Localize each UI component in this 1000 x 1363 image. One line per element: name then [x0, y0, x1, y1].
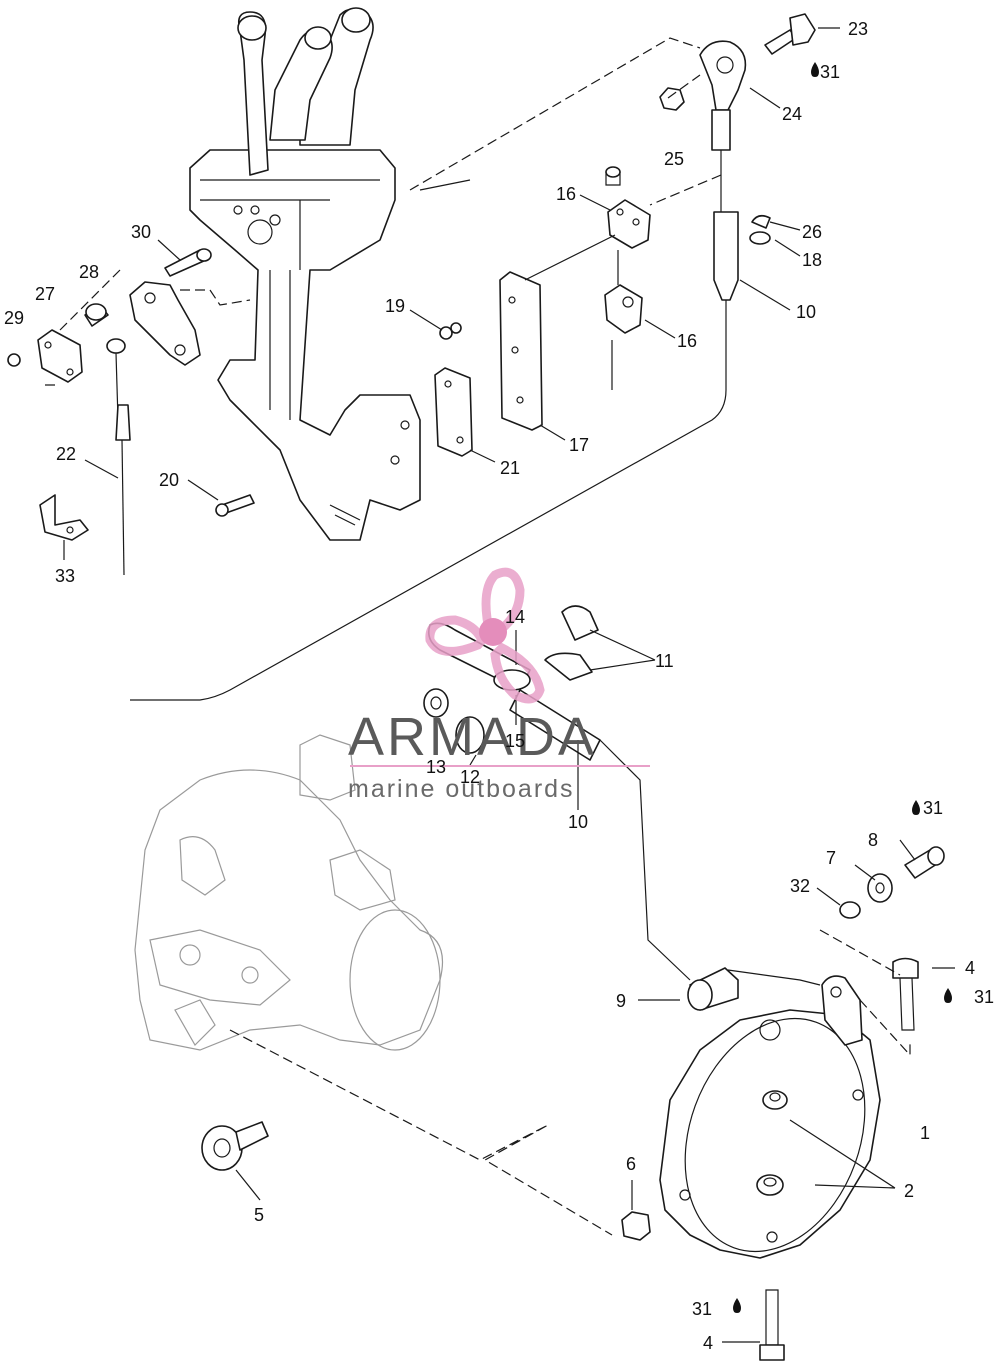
callout-7: 7: [826, 848, 836, 868]
clip-26: [751, 214, 771, 229]
cable-end-24: [699, 40, 747, 111]
plate-21: [434, 367, 473, 457]
callout-15: 15: [505, 731, 525, 751]
washer-18: [749, 231, 771, 245]
oil-drop-icon: [811, 62, 819, 77]
watermark-tagline: marine outboards: [348, 775, 575, 803]
callout-10: 10: [796, 302, 816, 322]
throttle-cable-22: [115, 404, 131, 576]
oil-drop-icon: [912, 800, 920, 815]
callout-31: 31: [692, 1299, 712, 1319]
bushing-32: [839, 901, 861, 919]
callout-16: 16: [556, 184, 576, 204]
bolt-4-lower: [759, 1289, 785, 1361]
callout-10: 10: [568, 812, 588, 832]
nut-24: [659, 87, 685, 111]
bolt-23: [764, 13, 816, 55]
propeller-logo-icon: [425, 567, 545, 704]
washer-13: [423, 688, 449, 718]
plate-17: [499, 271, 543, 431]
watermark-rule: [350, 765, 650, 767]
callout-9: 9: [616, 991, 626, 1011]
callout-32: 32: [790, 876, 810, 896]
cable-adapter-25: [711, 109, 731, 212]
oil-drop-icon: [944, 988, 952, 1003]
cable-clip-11-upper: [561, 605, 599, 641]
bolt-5: [201, 1121, 269, 1171]
grommet-2-lower: [756, 1174, 784, 1196]
callout-30: 30: [131, 222, 151, 242]
callout-28: 28: [79, 262, 99, 282]
screw-30: [164, 248, 212, 277]
callout-31: 31: [820, 62, 840, 82]
outboard-motor-outline: [134, 734, 444, 1051]
bracket-post: [821, 975, 863, 1046]
screw-20: [215, 494, 255, 517]
cable-clamp-16-upper: [605, 166, 651, 249]
callout-25: 25: [664, 149, 684, 169]
callout-19: 19: [385, 296, 405, 316]
mounting-bracket-1: [659, 1009, 881, 1259]
plate-27: [37, 329, 83, 383]
nut-6: [621, 1211, 651, 1241]
oil-drop-icon: [733, 1298, 741, 1313]
callout-31: 31: [974, 987, 994, 1007]
callout-18: 18: [802, 250, 822, 270]
callout-4: 4: [703, 1333, 713, 1353]
callout-27: 27: [35, 284, 55, 304]
screw-8: [904, 846, 945, 879]
shift-cable-10-upper: [130, 211, 739, 701]
nut-29: [7, 353, 21, 367]
control-lever-right: [269, 7, 374, 146]
callout-23: 23: [848, 19, 868, 39]
callout-1: 1: [920, 1123, 930, 1143]
watermark-brand: ARMADA: [348, 707, 597, 767]
callout-14: 14: [505, 607, 525, 627]
bracket-33: [39, 494, 89, 541]
callout-11: 11: [655, 651, 674, 671]
washer-7: [867, 873, 893, 903]
callout-21: 21: [500, 458, 520, 478]
callout-22: 22: [56, 444, 76, 464]
callout-13: 13: [426, 757, 446, 777]
cable-clip-11-lower: [544, 652, 593, 681]
cable-clamp-16-lower: [604, 284, 643, 334]
throttle-arm-bracket: [129, 281, 201, 366]
callout-8: 8: [868, 830, 878, 850]
bushing-12: [455, 716, 485, 754]
callout-29: 29: [4, 308, 24, 328]
bushing-28: [84, 303, 109, 327]
nut-19: [439, 322, 462, 340]
pin-27: [106, 338, 126, 421]
callout-17: 17: [569, 435, 589, 455]
grommet-2-upper: [762, 1090, 788, 1110]
remote-control-housing: [189, 149, 421, 541]
callout-33: 33: [55, 566, 75, 586]
control-lever-left: [237, 11, 269, 176]
callout-4: 4: [965, 958, 975, 978]
callout-2: 2: [904, 1181, 914, 1201]
bolt-4-upper: [892, 957, 919, 1031]
callout-5: 5: [254, 1205, 264, 1225]
callout-12: 12: [460, 767, 480, 787]
callout-26: 26: [802, 222, 822, 242]
callout-31: 31: [923, 798, 943, 818]
callout-16: 16: [677, 331, 697, 351]
callout-20: 20: [159, 470, 179, 490]
callout-6: 6: [626, 1154, 636, 1174]
callout-24: 24: [782, 104, 802, 124]
cable-end-9: [687, 967, 739, 1011]
